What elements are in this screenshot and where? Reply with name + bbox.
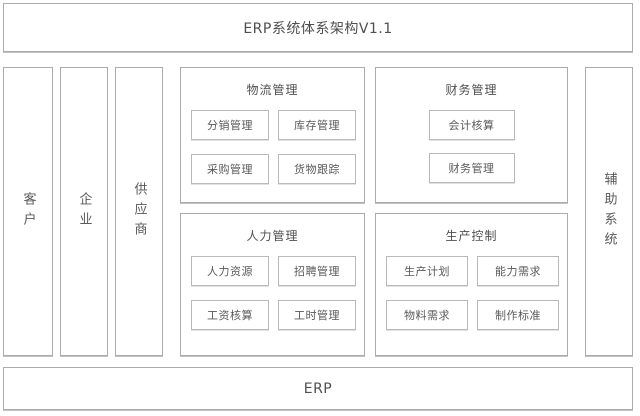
module-manufacturing-standards: 制作标准 (477, 300, 559, 330)
footer-banner: ERP (3, 367, 633, 410)
section-hr-grid: 人力资源 招聘管理 工资核算 工时管理 (181, 256, 364, 330)
module-work-hours: 工时管理 (278, 300, 356, 330)
column-auxiliary-system-label: 辅助系统 (601, 171, 617, 252)
column-enterprise-label: 企业 (76, 191, 92, 232)
section-finance-title: 财务管理 (445, 83, 498, 97)
module-capacity-requirements: 能力需求 (477, 256, 559, 286)
diagram-title: ERP系统体系架构V1.1 (243, 20, 393, 37)
module-payroll: 工资核算 (191, 300, 269, 330)
column-customer-label: 客户 (20, 191, 36, 232)
module-accounting: 会计核算 (428, 110, 515, 140)
section-logistics-grid: 分销管理 库存管理 采购管理 货物跟踪 (181, 110, 364, 184)
section-hr-title: 人力管理 (246, 229, 299, 243)
module-procurement: 采购管理 (191, 154, 269, 184)
module-production-plan: 生产计划 (386, 256, 468, 286)
erp-label: ERP (303, 380, 333, 397)
section-logistics: 物流管理 分销管理 库存管理 采购管理 货物跟踪 (180, 67, 365, 203)
section-hr: 人力管理 人力资源 招聘管理 工资核算 工时管理 (180, 213, 365, 356)
column-supplier: 供应商 (115, 67, 163, 356)
module-financial-management: 财务管理 (428, 153, 515, 183)
column-supplier-label: 供应商 (131, 181, 147, 242)
section-production-title: 生产控制 (445, 229, 498, 243)
section-finance: 财务管理 会计核算 财务管理 (375, 67, 568, 203)
module-cargo-tracking: 货物跟踪 (278, 154, 356, 184)
module-material-requirements: 物料需求 (386, 300, 468, 330)
section-production-grid: 生产计划 能力需求 物料需求 制作标准 (376, 256, 567, 330)
module-distribution: 分销管理 (191, 110, 269, 140)
title-banner: ERP系统体系架构V1.1 (3, 3, 633, 52)
section-finance-stack: 会计核算 财务管理 (376, 110, 567, 183)
column-enterprise: 企业 (60, 67, 108, 356)
column-customer: 客户 (3, 67, 53, 356)
column-auxiliary-system: 辅助系统 (585, 67, 633, 356)
module-recruitment: 招聘管理 (278, 256, 356, 286)
section-logistics-title: 物流管理 (246, 83, 299, 97)
module-inventory: 库存管理 (278, 110, 356, 140)
module-human-resources: 人力资源 (191, 256, 269, 286)
section-production: 生产控制 生产计划 能力需求 物料需求 制作标准 (375, 213, 568, 356)
